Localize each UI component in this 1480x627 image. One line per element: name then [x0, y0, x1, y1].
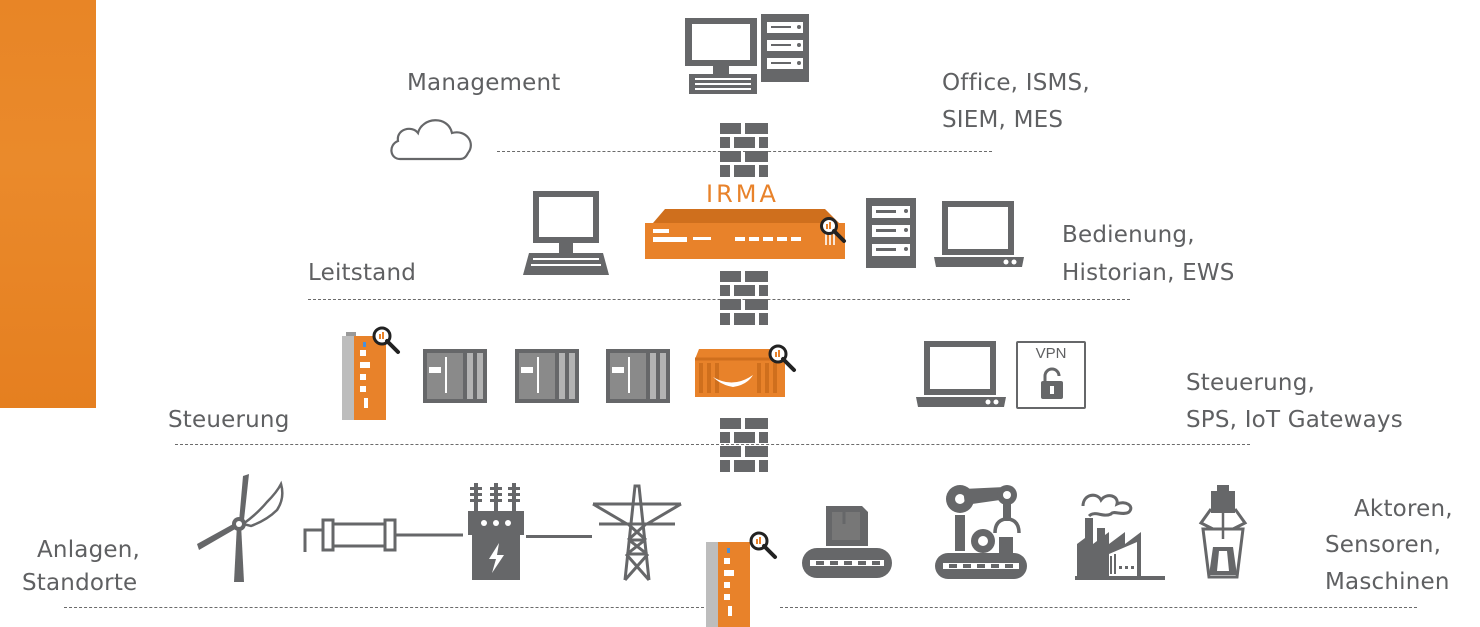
- firewall-icon: [720, 123, 768, 177]
- aktoren-label-2: Sensoren,: [1325, 532, 1442, 558]
- steuerung-right-label-2: SPS, IoT Gateways: [1186, 407, 1403, 433]
- plc-controller-icon: [606, 349, 670, 403]
- magnifier-icon: [820, 217, 846, 243]
- aktoren-label-3: Maschinen: [1325, 569, 1450, 595]
- magnifier-icon: [768, 344, 796, 372]
- plc-controller-icon: [423, 349, 487, 403]
- desktop-computer-icon: [523, 191, 609, 275]
- magnifier-icon: [372, 326, 400, 354]
- firewall-icon: [720, 418, 768, 472]
- irma-din-rail-device: [342, 332, 386, 420]
- laptop-icon: [934, 201, 1024, 267]
- power-pylon-icon: [592, 484, 682, 581]
- robot-arm-icon: [935, 485, 1027, 579]
- leitstand-separator-line: [308, 299, 1130, 300]
- anlagen-separator-line-right: [780, 607, 1417, 608]
- steuerung-label: Steuerung: [168, 407, 290, 433]
- management-separator-line: [497, 151, 992, 152]
- steuerung-separator-line: [175, 444, 1250, 445]
- power-line: [526, 535, 592, 538]
- steuerung-right-label-1: Steuerung,: [1186, 370, 1316, 396]
- cloud-icon: [390, 119, 472, 161]
- irma-logo: IRMA: [706, 180, 779, 208]
- aktoren-label-1: Aktoren,: [1354, 496, 1453, 522]
- vpn-label: VPN: [1035, 345, 1067, 362]
- lock-icon: [1041, 367, 1063, 399]
- desktop-computer-icon: [685, 18, 757, 94]
- management-right-label-1: Office, ISMS,: [942, 70, 1090, 96]
- irma-din-rail-device: [706, 542, 750, 627]
- conveyor-belt-icon: [802, 506, 892, 578]
- laptop-icon: [916, 341, 1006, 407]
- gripper-sensor-icon: [1198, 485, 1248, 579]
- server-icon: [761, 14, 809, 82]
- insulator-cable-icon: [303, 518, 463, 552]
- management-label: Management: [407, 70, 561, 96]
- anlagen-separator-line-left: [64, 607, 704, 608]
- leitstand-right-label-2: Historian, EWS: [1062, 260, 1235, 286]
- transformer-icon: [468, 483, 524, 580]
- anlagen-label-1: Anlagen,: [37, 537, 141, 563]
- vpn-box: VPN: [1016, 341, 1086, 409]
- irma-rack-appliance: [645, 209, 845, 259]
- anlagen-label-2: Standorte: [22, 570, 138, 596]
- server-icon: [866, 198, 916, 268]
- plc-controller-icon: [515, 349, 579, 403]
- leitstand-right-label-1: Bedienung,: [1062, 222, 1195, 248]
- factory-icon: [1075, 493, 1165, 580]
- firewall-icon: [720, 271, 768, 325]
- wind-turbine-icon: [197, 474, 284, 582]
- management-right-label-2: SIEM, MES: [942, 107, 1064, 133]
- leitstand-label: Leitstand: [308, 260, 417, 286]
- orange-side-bar: [0, 0, 96, 408]
- magnifier-icon: [749, 531, 777, 559]
